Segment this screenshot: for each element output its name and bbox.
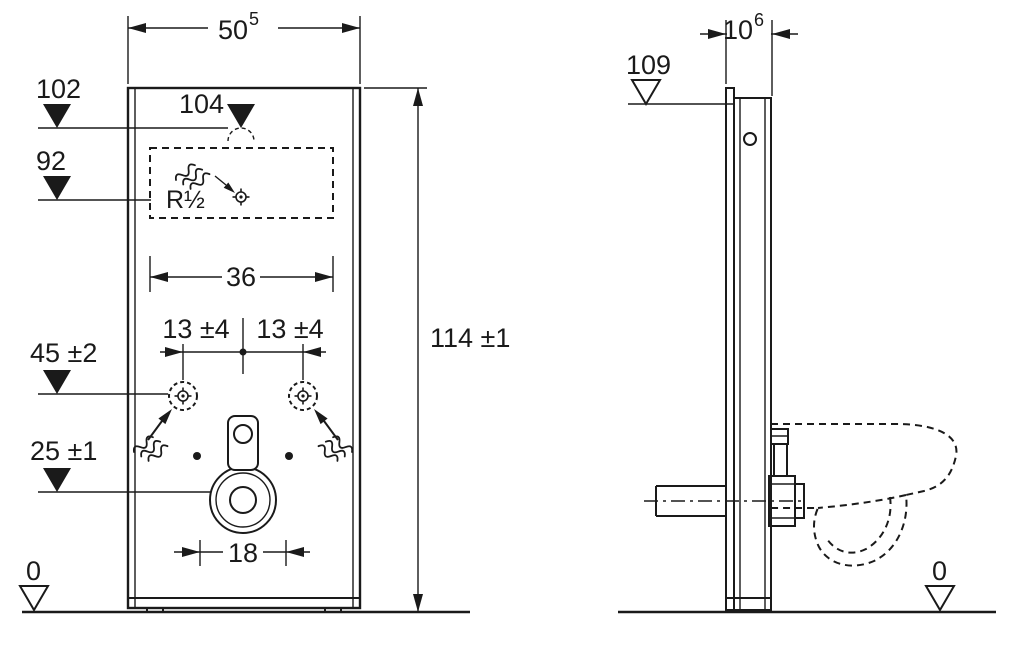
dim-13: 13 ±4 13 ±4 [160, 314, 326, 380]
level-102-label: 102 [36, 74, 81, 104]
side-module-outline [725, 87, 772, 611]
drain-inner-circle [229, 486, 257, 514]
level-45-triangle [43, 370, 71, 394]
wc-pan-outline [771, 423, 958, 567]
drain-connection [768, 428, 805, 527]
level-marker-0-front: 0 [18, 556, 50, 612]
level-25-triangle [43, 468, 71, 492]
module-foot-left [146, 607, 164, 613]
level-0-side-label: 0 [932, 556, 947, 586]
dim-18: 18 [174, 538, 310, 568]
height-dim-label: 114 ±1 [430, 323, 510, 353]
front-module-outline [126, 86, 362, 613]
level-marker-45: 45 ±2 [30, 338, 168, 395]
drain-outer-circle [209, 466, 277, 534]
dim-13-left-label: 13 ±4 [162, 314, 229, 344]
dim-height-114: 114 ±1 [364, 87, 510, 612]
level-marker-25: 25 ±1 [30, 436, 211, 493]
dim-36-label: 36 [226, 262, 256, 292]
level-109-label: 109 [626, 50, 671, 80]
right-tap-icon [293, 386, 313, 406]
level-92-label: 92 [36, 146, 66, 176]
module-foot-right [324, 607, 342, 613]
fixing-dot-right [285, 452, 293, 460]
right-water-waves-icon [315, 429, 356, 469]
water-supply-pipe [644, 485, 806, 517]
fixing-dot-left [193, 452, 201, 460]
side-column [733, 97, 772, 611]
level-marker-109: 109 [626, 50, 734, 106]
supply-tap-icon [231, 187, 251, 207]
top-connection-triangle [227, 104, 255, 128]
drain-outlet [193, 415, 293, 534]
side-view: 10 6 109 [626, 10, 958, 612]
dim-width-505: 50 5 [127, 9, 361, 84]
drain-mid-circle [215, 472, 271, 528]
actuator-hole [743, 132, 757, 146]
level-marker-92: 92 [36, 146, 151, 201]
left-water-waves-icon [130, 429, 171, 469]
width-dim-label: 50 [218, 15, 248, 45]
water-supply-zone: R½ [149, 147, 334, 219]
right-connection-dashed-circle [288, 381, 318, 411]
bracket-hole [233, 424, 253, 444]
level-0-side-triangle [924, 585, 956, 612]
top-connection-104: 104 [179, 89, 255, 142]
fixing-points [130, 381, 356, 469]
supply-zone-dashed-box [149, 147, 334, 219]
dim-18-label: 18 [228, 538, 258, 568]
level-45-label: 45 ±2 [30, 338, 97, 368]
level-102-triangle [43, 104, 71, 128]
width-dim-superscript: 5 [249, 9, 259, 29]
level-marker-102: 102 [36, 74, 228, 129]
side-glass-panel [725, 87, 735, 611]
depth-dim-label: 10 [723, 15, 753, 45]
left-connection-dashed-circle [168, 381, 198, 411]
water-connection-label: R½ [166, 186, 205, 214]
top-connection-arc [227, 127, 255, 142]
dim-13-center-dot [239, 348, 247, 356]
level-109-triangle [630, 79, 662, 106]
left-tap-icon [173, 386, 193, 406]
dim-13-right-label: 13 ±4 [256, 314, 323, 344]
depth-dim-superscript: 6 [754, 10, 764, 30]
level-92-triangle [43, 176, 71, 200]
dim-36: 36 [149, 256, 334, 292]
top-connection-label: 104 [179, 89, 224, 119]
level-25-label: 25 ±1 [30, 436, 97, 466]
level-marker-0-side: 0 [924, 556, 956, 612]
level-0-front-triangle [18, 585, 50, 612]
level-0-front-label: 0 [26, 556, 41, 586]
dim-depth-106: 10 6 [700, 10, 798, 96]
front-view: 50 5 114 ±1 102 92 104 [18, 9, 510, 613]
